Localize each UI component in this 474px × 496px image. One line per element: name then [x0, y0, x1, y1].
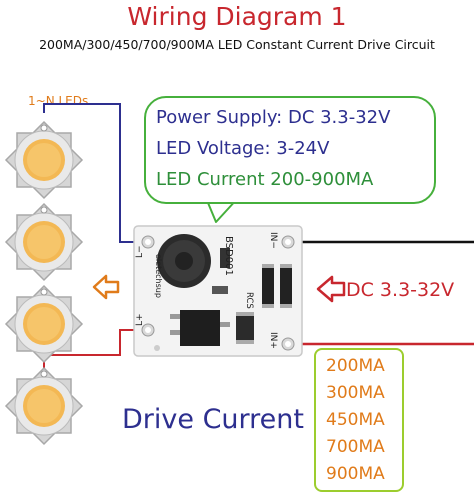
- current-option: 300MA: [326, 383, 385, 403]
- driver-board: BSD001 IN− IN+ L− L+ RCS eletechsup: [133, 225, 303, 357]
- rcs-label: RCS: [244, 292, 254, 309]
- brand-label: eletechsup: [154, 254, 163, 298]
- spec-led-voltage: LED Voltage: 3-24V: [156, 138, 330, 159]
- drive-current-label: Drive Current: [122, 404, 304, 435]
- ic-label: BSD001: [223, 236, 234, 276]
- led-1: [4, 120, 84, 200]
- current-option: 200MA: [326, 356, 385, 376]
- pad-in-minus-label: IN−: [268, 232, 278, 249]
- current-options-box: 200MA 300MA 450MA 700MA 900MA: [314, 348, 404, 492]
- input-voltage-label: DC 3.3-32V: [346, 279, 455, 301]
- diagram-title: Wiring Diagram 1: [127, 2, 347, 31]
- pad-out-minus-label: L−: [135, 245, 145, 258]
- input-arrow-icon: [316, 275, 346, 303]
- led-negative-wire: [43, 103, 148, 243]
- pad-out-plus-label: L+: [135, 313, 145, 326]
- spec-bubble: Power Supply: DC 3.3-32V LED Voltage: 3-…: [144, 96, 436, 204]
- pad-in-plus-label: IN+: [268, 332, 278, 349]
- led-2: [4, 202, 84, 282]
- current-option: 700MA: [326, 437, 385, 457]
- output-arrow-icon: [92, 274, 120, 300]
- spec-led-current: LED Current 200-900MA: [156, 169, 374, 190]
- current-option: 450MA: [326, 410, 385, 430]
- diagram-subtitle: 200MA/300/450/700/900MA LED Constant Cur…: [39, 37, 435, 52]
- current-option: 900MA: [326, 464, 385, 484]
- led-4: [4, 366, 84, 446]
- led-3: [4, 284, 84, 364]
- spec-power-supply: Power Supply: DC 3.3-32V: [156, 107, 391, 128]
